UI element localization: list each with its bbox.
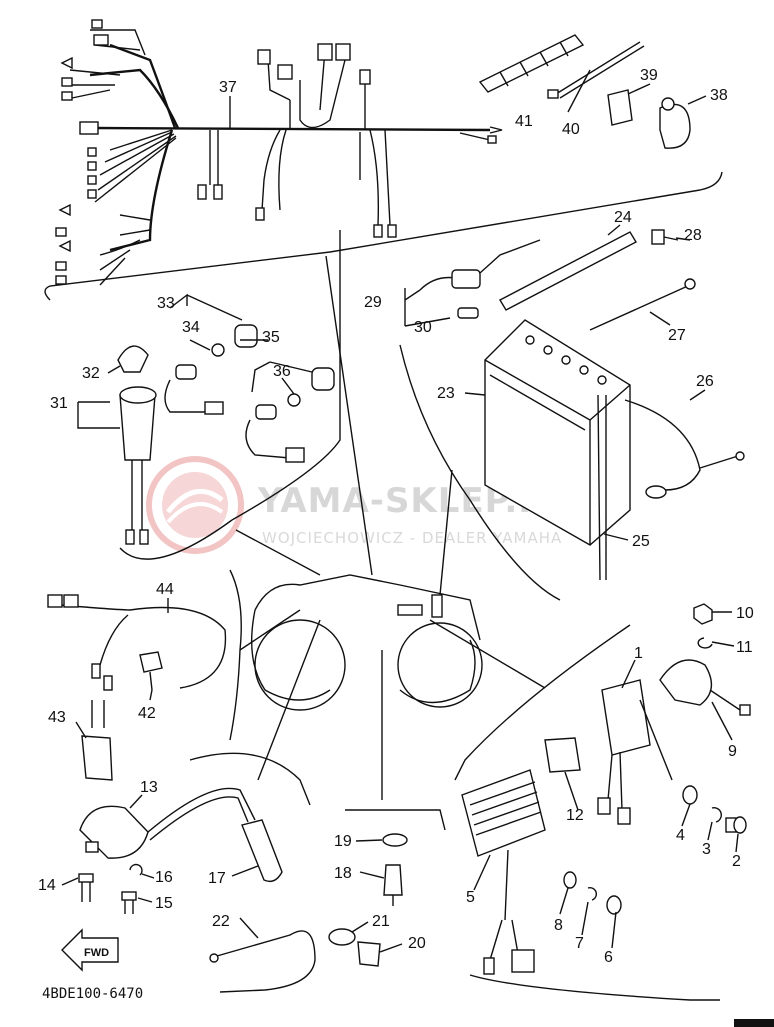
callout-44: 44 — [156, 581, 174, 598]
callout-4: 4 — [676, 827, 685, 844]
callout-25: 25 — [632, 533, 650, 550]
callout-20: 20 — [408, 935, 426, 952]
callout-17: 17 — [208, 870, 226, 887]
callout-36: 36 — [273, 363, 291, 380]
earth-lead-part — [209, 930, 316, 993]
callout-numbers: 37 39 38 41 40 24 28 29 30 27 23 26 25 3… — [38, 67, 754, 966]
fwd-indicator: FWD — [61, 928, 119, 972]
neutral-lead-part — [47, 594, 227, 691]
gasket-part — [382, 833, 408, 847]
battery-part — [484, 319, 631, 546]
callout-23: 23 — [437, 385, 455, 402]
callout-7: 7 — [575, 935, 584, 952]
watermark: YAMA-SKLEP.PL WOJCIECHOWICZ - DEALER YAM… — [146, 456, 566, 554]
washer-part — [328, 928, 356, 946]
ignition-coil-part — [79, 787, 256, 859]
callout-33: 33 — [157, 295, 175, 312]
horn-part — [659, 659, 751, 716]
callout-13: 13 — [140, 779, 158, 796]
callout-12: 12 — [566, 807, 584, 824]
washer-part-b — [697, 637, 713, 649]
callout-26: 26 — [696, 373, 714, 390]
grommet-part — [682, 785, 698, 805]
callout-3: 3 — [702, 841, 711, 858]
main-switch-part — [119, 386, 157, 545]
diagram-code: 4BDE100-6470 — [42, 986, 143, 1002]
callout-21: 21 — [372, 913, 390, 930]
nut-part — [693, 603, 713, 625]
sleeve-part — [81, 700, 113, 781]
frame-outline — [251, 574, 483, 711]
leader-lines — [235, 255, 546, 800]
minus-lead-part — [589, 278, 696, 331]
callout-16: 16 — [155, 869, 173, 886]
dealer-logo-icon — [146, 456, 244, 554]
lead-wire-part-lower — [245, 367, 335, 463]
callout-6: 6 — [604, 949, 613, 966]
callout-38: 38 — [710, 87, 728, 104]
callout-43: 43 — [48, 709, 66, 726]
breather-pipe-part — [597, 394, 607, 581]
fwd-label: FWD — [84, 947, 109, 959]
section-dividers — [44, 171, 723, 1001]
callout-2: 2 — [732, 853, 741, 870]
grommet-part-b — [563, 871, 577, 889]
callout-22: 22 — [212, 913, 230, 930]
callout-10: 10 — [736, 605, 754, 622]
callout-leaders — [61, 69, 739, 953]
cable-band-part — [478, 34, 585, 93]
callout-42: 42 — [138, 705, 156, 722]
callout-32: 32 — [82, 365, 100, 382]
callout-1: 1 — [634, 645, 643, 662]
corner-mark — [734, 1019, 774, 1027]
callout-19: 19 — [334, 833, 352, 850]
callout-35: 35 — [262, 329, 280, 346]
switch-key-part — [117, 345, 149, 373]
coil-bolt-part — [78, 873, 94, 902]
relay-part — [544, 737, 581, 773]
callout-30: 30 — [414, 319, 432, 336]
resistor-lead-part — [419, 239, 541, 319]
collar-part-b — [587, 886, 598, 901]
callout-5: 5 — [466, 889, 475, 906]
rectifier-part — [461, 769, 546, 975]
watermark-subtitle: WOJCIECHOWICZ - DEALER YAMAHA — [262, 529, 562, 547]
coil-bolt-part-b — [121, 891, 137, 914]
callout-29: 29 — [364, 294, 382, 311]
callout-11: 11 — [736, 639, 753, 656]
callout-40: 40 — [562, 121, 580, 138]
callout-27: 27 — [668, 327, 686, 344]
collar-part — [711, 807, 722, 823]
bolt-part-a — [725, 816, 747, 834]
cable-tie-part — [547, 41, 645, 99]
callout-39: 39 — [640, 67, 658, 84]
bolt-part-b — [606, 895, 622, 931]
battery-bolt-part — [651, 229, 679, 245]
callout-34: 34 — [182, 319, 200, 336]
neutral-switch-part — [139, 651, 163, 691]
wire-clip-part — [607, 89, 633, 126]
lead-wire-part-upper — [164, 324, 258, 415]
harness-clamp-part — [659, 97, 691, 149]
callout-14: 14 — [38, 877, 56, 894]
plug-cap-part — [241, 819, 283, 883]
spark-plug-part — [383, 864, 403, 906]
callout-31: 31 — [50, 395, 68, 412]
callout-24: 24 — [614, 209, 632, 226]
callout-9: 9 — [728, 743, 737, 760]
callout-8: 8 — [554, 917, 563, 934]
coil-washer-part — [129, 863, 143, 876]
callout-15: 15 — [155, 895, 173, 912]
callout-18: 18 — [334, 865, 352, 882]
plus-lead-part — [624, 399, 745, 499]
callout-28: 28 — [684, 227, 702, 244]
battery-band-part — [499, 231, 637, 311]
callout-41: 41 — [515, 113, 533, 130]
cdi-unit-part — [597, 679, 673, 825]
wire-harness — [55, 19, 503, 286]
callout-37: 37 — [219, 79, 237, 96]
sensor-part — [357, 941, 381, 967]
